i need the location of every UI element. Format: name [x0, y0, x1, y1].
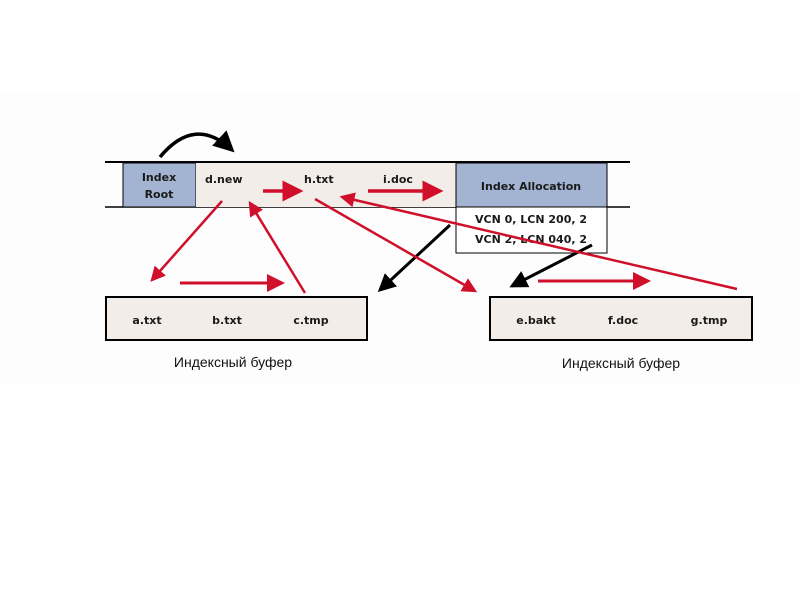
entry-i-doc: i.doc	[383, 173, 413, 186]
entry-h-txt: h.txt	[304, 173, 334, 186]
root-to-entries-arrow	[158, 130, 235, 159]
index-root-cell	[122, 162, 197, 208]
runlist-box	[455, 206, 608, 254]
buffer1-entry-a-txt: a.txt	[132, 314, 161, 327]
buffer1-entry-b-txt: b.txt	[212, 314, 242, 327]
gtmp-to-htxt-arrow	[339, 192, 738, 291]
ctmp-to-dnew-arrow	[248, 200, 307, 294]
dnew-to-atxt-arrow	[150, 200, 223, 282]
index-buffer-1	[105, 296, 368, 341]
buffer2-entry-g-tmp: g.tmp	[691, 314, 728, 327]
run-1: VCN 2, LCN 040, 2	[475, 233, 587, 246]
run-0: VCN 0, LCN 200, 2	[475, 213, 587, 226]
buffer2-entry-e-bakt: e.bakt	[516, 314, 556, 327]
index-root-line2: Root	[145, 188, 174, 201]
buffer1-caption: Индексный буфер	[174, 354, 292, 370]
index-entries-cell	[196, 163, 456, 207]
index-allocation-label: Index Allocation	[481, 180, 581, 193]
htxt-to-ebakt-arrow	[314, 197, 478, 293]
index-allocation-cell	[455, 162, 608, 208]
buffer2-caption: Индексный буфер	[562, 355, 680, 371]
index-buffer-2	[489, 296, 753, 341]
buffer2-entry-f-doc: f.doc	[608, 314, 638, 327]
entry-d-new: d.new	[205, 173, 243, 186]
buffer1-entry-c-tmp: c.tmp	[293, 314, 328, 327]
index-root-line1: Index	[142, 171, 176, 184]
